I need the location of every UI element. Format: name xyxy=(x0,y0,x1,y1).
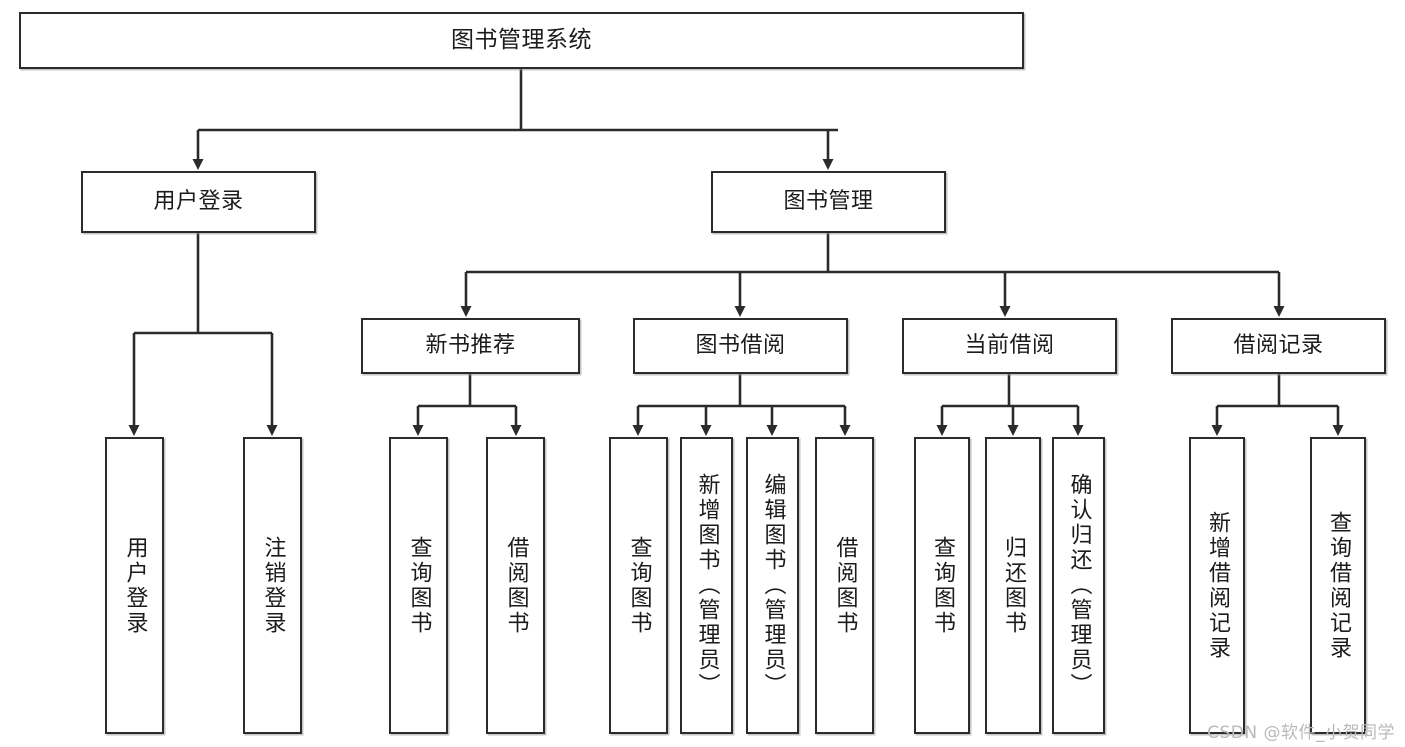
node-new-book-recommend-label: 新书推荐 xyxy=(425,333,516,359)
node-current-borrow-label: 当前借阅 xyxy=(964,333,1055,359)
node-leaf-edit-book-admin[interactable]: 编辑图书（管理员） xyxy=(746,437,799,734)
node-leaf-query-books-cu[interactable]: 查询图书 xyxy=(914,437,970,734)
node-leaf-confirm-return-admin-label: 确认归还（管理员） xyxy=(1066,473,1092,698)
node-root[interactable]: 图书管理系统 xyxy=(19,12,1024,69)
node-leaf-query-borrow-record-label: 查询借阅记录 xyxy=(1326,510,1351,661)
node-leaf-add-borrow-record[interactable]: 新增借阅记录 xyxy=(1189,437,1245,734)
node-book-management-label: 图书管理 xyxy=(783,189,874,215)
node-leaf-query-borrow-record[interactable]: 查询借阅记录 xyxy=(1310,437,1366,734)
node-leaf-add-book-admin[interactable]: 新增图书（管理员） xyxy=(680,437,733,734)
node-leaf-add-borrow-record-label: 新增借阅记录 xyxy=(1205,510,1230,661)
node-leaf-lend-book-label: 借阅图书 xyxy=(832,535,858,636)
node-new-book-recommend[interactable]: 新书推荐 xyxy=(361,318,580,374)
node-leaf-login[interactable]: 用户登录 xyxy=(105,437,164,734)
node-leaf-borrow-books-nb[interactable]: 借阅图书 xyxy=(486,437,545,734)
node-borrow-records-label: 借阅记录 xyxy=(1233,333,1324,359)
node-leaf-borrow-books-nb-label: 借阅图书 xyxy=(503,535,529,636)
node-book-management[interactable]: 图书管理 xyxy=(711,171,946,233)
node-leaf-confirm-return-admin[interactable]: 确认归还（管理员） xyxy=(1052,437,1105,734)
node-leaf-query-books-cu-label: 查询图书 xyxy=(930,535,955,636)
node-leaf-return-book-label: 归还图书 xyxy=(1001,535,1026,636)
node-root-label: 图书管理系统 xyxy=(451,27,592,54)
node-leaf-logout[interactable]: 注销登录 xyxy=(243,437,302,734)
node-leaf-lend-book[interactable]: 借阅图书 xyxy=(815,437,874,734)
node-leaf-return-book[interactable]: 归还图书 xyxy=(985,437,1041,734)
node-leaf-query-books-bo-label: 查询图书 xyxy=(626,535,652,636)
node-leaf-login-label: 用户登录 xyxy=(122,535,148,636)
node-leaf-add-book-admin-label: 新增图书（管理员） xyxy=(694,473,720,698)
watermark-text: CSDN @软件_小贺同学 xyxy=(1207,723,1395,743)
node-borrow-records[interactable]: 借阅记录 xyxy=(1171,318,1386,374)
node-user-login[interactable]: 用户登录 xyxy=(81,171,316,233)
node-user-login-label: 用户登录 xyxy=(153,189,244,215)
node-book-borrow[interactable]: 图书借阅 xyxy=(633,318,848,374)
node-leaf-logout-label: 注销登录 xyxy=(260,535,286,636)
node-book-borrow-label: 图书借阅 xyxy=(695,333,786,359)
node-current-borrow[interactable]: 当前借阅 xyxy=(902,318,1117,374)
node-leaf-query-books-nb[interactable]: 查询图书 xyxy=(389,437,448,734)
node-leaf-query-books-bo[interactable]: 查询图书 xyxy=(609,437,668,734)
node-leaf-query-books-nb-label: 查询图书 xyxy=(406,535,432,636)
node-leaf-edit-book-admin-label: 编辑图书（管理员） xyxy=(760,473,786,698)
